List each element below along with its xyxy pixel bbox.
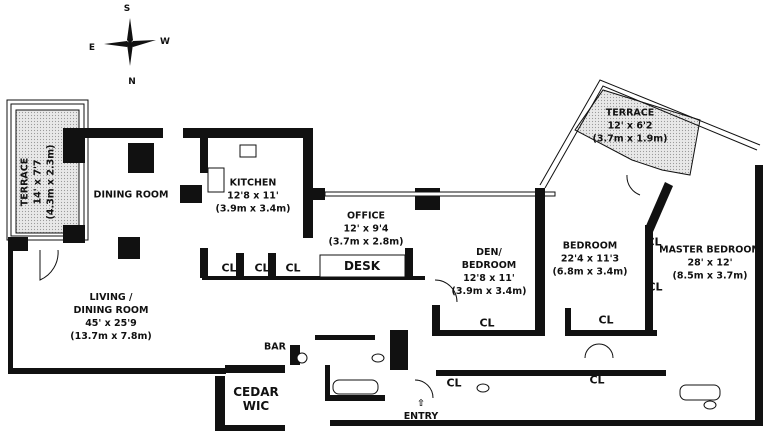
room-name: DEN/ xyxy=(476,247,502,258)
terrace-left-label: TERRACE 14' x 7'7 (4.3m x 2.3m) xyxy=(19,145,58,220)
room-size-metric: (4.3m x 2.3m) xyxy=(45,144,57,220)
room-name: KITCHEN xyxy=(229,177,277,189)
dining-room-label: DINING ROOM xyxy=(93,189,169,201)
toilet-icon xyxy=(476,383,490,393)
room-size: 28' x 12' xyxy=(687,257,733,269)
compass-north: N xyxy=(128,77,136,87)
closet-label: CL xyxy=(479,316,495,330)
stove-icon xyxy=(239,144,257,158)
compass-east: E xyxy=(88,43,96,53)
column xyxy=(118,237,140,259)
cedar-wic-label: CEDAR WIC xyxy=(233,385,279,413)
room-name: CEDAR xyxy=(233,385,279,399)
room-size-metric: (3.9m x 3.4m) xyxy=(215,203,291,215)
room-name: TERRACE xyxy=(19,157,31,207)
room-name: LIVING / xyxy=(89,292,133,303)
room-size-metric: (8.5m x 3.7m) xyxy=(672,270,748,282)
compass-west: W xyxy=(160,37,170,47)
room-name: DINING ROOM xyxy=(73,305,149,316)
compass-icon xyxy=(104,18,156,66)
tub-icon xyxy=(679,384,721,401)
entry-label: ⇧ ENTRY xyxy=(404,397,439,423)
desk-label: DESK xyxy=(343,259,381,273)
room-size: 12'8 x 11' xyxy=(463,273,515,284)
compass-south: S xyxy=(123,4,131,14)
office-label: OFFICE 12' x 9'4 (3.7m x 2.8m) xyxy=(329,210,404,249)
room-name: WIC xyxy=(242,399,270,413)
bar-label: BAR xyxy=(264,341,286,353)
living-room-label: LIVING / DINING ROOM 45' x 25'9 (13.7m x… xyxy=(70,291,152,343)
closet-label: CL xyxy=(285,261,301,275)
closet-label: CL xyxy=(647,280,663,294)
bar-sink-icon xyxy=(296,352,308,364)
den-label: DEN/ BEDROOM 12'8 x 11' (3.9m x 3.4m) xyxy=(452,246,527,298)
room-size-metric: (3.7m x 2.8m) xyxy=(328,236,404,248)
sink-icon xyxy=(207,167,225,193)
room-size: 12' x 6'2 xyxy=(607,120,653,132)
walls xyxy=(8,128,763,431)
toilet-icon xyxy=(703,400,717,410)
room-name: BEDROOM xyxy=(461,260,517,271)
room-size: 14' x 7'7 xyxy=(32,159,44,205)
closet-label: CL xyxy=(254,261,270,275)
tub-icon xyxy=(332,379,379,395)
room-name: ENTRY xyxy=(403,411,439,422)
room-name: OFFICE xyxy=(346,210,386,222)
room-size-metric: (3.9m x 3.4m) xyxy=(451,286,527,297)
bedroom-label: BEDROOM 22'4 x 11'3 (6.8m x 3.4m) xyxy=(553,240,628,279)
room-name: MASTER BEDROOM xyxy=(659,244,761,256)
doors xyxy=(39,174,641,399)
terrace-right-area xyxy=(539,79,761,189)
toilet-icon xyxy=(371,353,385,363)
closet-label: CL xyxy=(589,373,605,387)
closet-label: CL xyxy=(221,261,237,275)
terrace-right-label: TERRACE 12' x 6'2 (3.7m x 1.9m) xyxy=(593,107,668,146)
master-bedroom-label: MASTER BEDROOM 28' x 12' (8.5m x 3.7m) xyxy=(659,244,761,283)
room-size: 12' x 9'4 xyxy=(343,223,389,235)
closet-label: CL xyxy=(646,235,662,249)
kitchen-label: KITCHEN 12'8 x 11' (3.9m x 3.4m) xyxy=(216,177,291,216)
room-name: TERRACE xyxy=(605,107,655,119)
entry-arrow-icon: ⇧ xyxy=(417,398,425,409)
desk-shape xyxy=(319,254,406,278)
room-name: BEDROOM xyxy=(562,240,618,252)
room-size-metric: (6.8m x 3.4m) xyxy=(552,266,628,278)
closet-label: CL xyxy=(598,313,614,327)
room-size: 45' x 25'9 xyxy=(85,318,137,329)
room-size-metric: (13.7m x 7.8m) xyxy=(70,331,152,342)
room-size: 22'4 x 11'3 xyxy=(560,253,620,265)
room-size-metric: (3.7m x 1.9m) xyxy=(592,133,668,145)
closet-label: CL xyxy=(446,376,462,390)
room-size: 12'8 x 11' xyxy=(227,190,279,202)
